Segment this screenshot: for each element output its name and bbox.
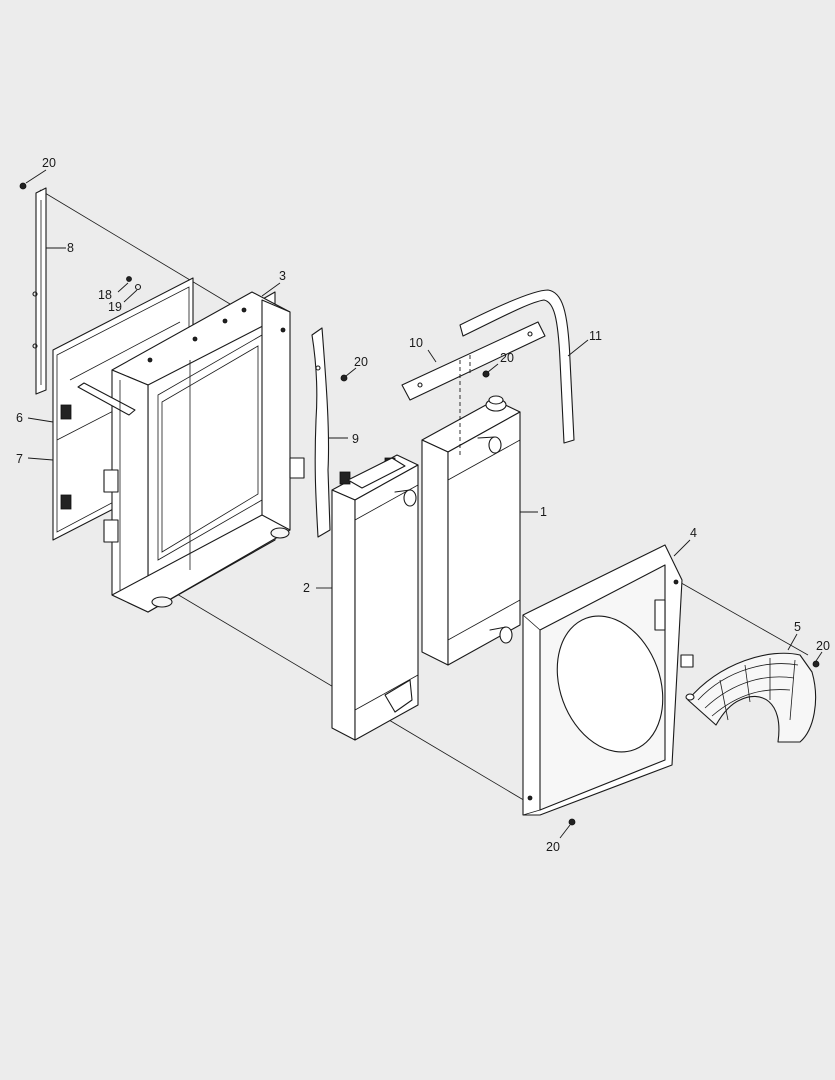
part-9-seal [311, 327, 331, 538]
callout-20-bottom: 20 [546, 840, 560, 854]
callout-11: 11 [589, 329, 602, 343]
callout-10: 10 [409, 336, 423, 350]
callout-5: 5 [794, 620, 801, 634]
callout-labels: 20 8 3 18 19 20 10 20 11 6 7 9 1 2 4 5 2… [16, 156, 830, 854]
part-5-fan-guard [685, 652, 817, 743]
leader-lines [25, 169, 823, 839]
callout-20-part-5: 20 [816, 639, 830, 653]
callout-1: 1 [540, 505, 547, 519]
callout-9: 9 [352, 432, 359, 446]
part-10-bracket [401, 321, 546, 458]
part-8-strip [32, 187, 47, 395]
callout-19: 19 [108, 300, 122, 314]
callout-20-part-10: 20 [500, 351, 514, 365]
callout-7: 7 [16, 452, 23, 466]
callout-6: 6 [16, 411, 23, 425]
part-3-frame [77, 291, 305, 613]
callout-18: 18 [98, 288, 112, 302]
part-4-shroud [522, 544, 694, 816]
callout-20-part-9: 20 [354, 355, 368, 369]
callout-3: 3 [279, 269, 286, 283]
part-2-cooler [331, 454, 419, 741]
part-1-radiator [421, 370, 521, 666]
callout-20-top-left: 20 [42, 156, 56, 170]
callout-8: 8 [67, 241, 74, 255]
callout-4: 4 [690, 526, 697, 540]
part-11-hose [459, 289, 575, 444]
fasteners [19, 182, 820, 826]
callout-2: 2 [303, 581, 310, 595]
